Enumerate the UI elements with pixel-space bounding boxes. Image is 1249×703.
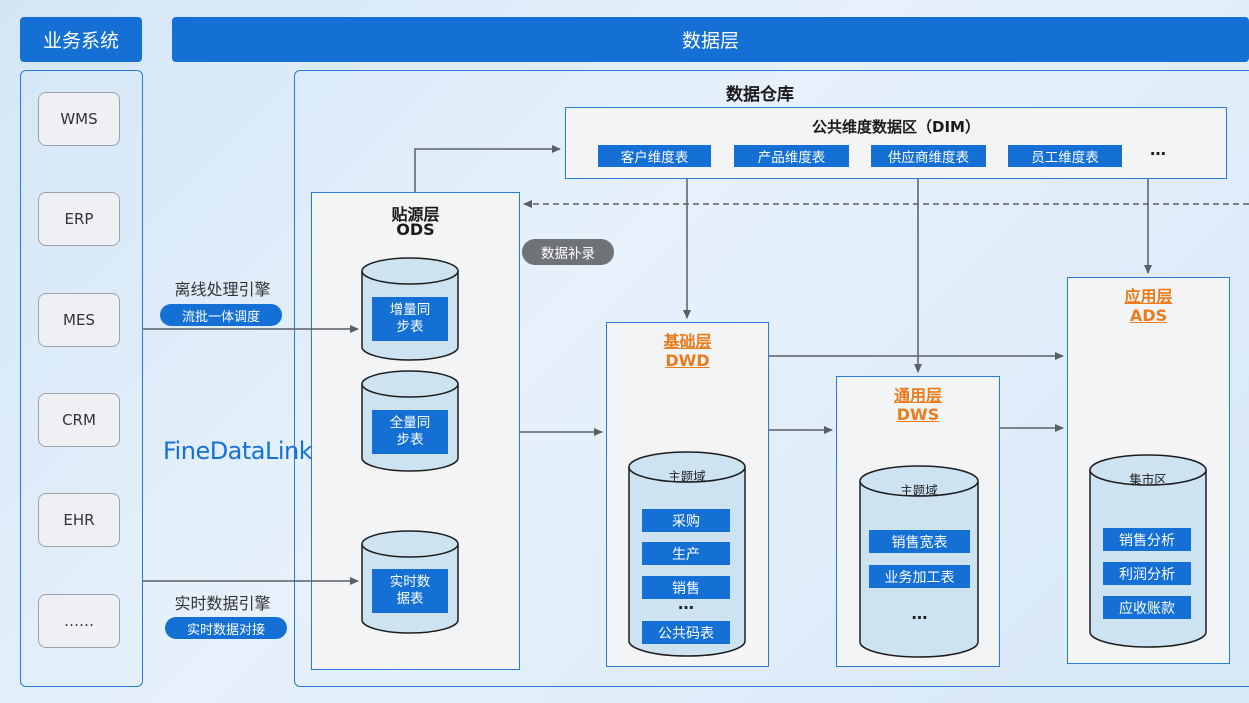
ods-realtime-label: 实时数据表 — [372, 569, 448, 613]
dws-title-cn: 通用层 — [893, 386, 942, 405]
ads-mart-label: 集市区 — [1129, 472, 1167, 487]
dws-item-sales-wide: 销售宽表 — [869, 530, 970, 553]
dim-table-product: 产品维度表 — [734, 145, 849, 167]
dim-table-customer: 客户维度表 — [598, 145, 711, 167]
dim-more: … — [1150, 140, 1166, 159]
brand-logo: FineDataLink — [163, 437, 313, 465]
ods-title-en: ODS — [396, 220, 435, 239]
system-ehr: EHR — [38, 493, 120, 547]
system-wms: WMS — [38, 92, 120, 146]
ads-item-sales-analysis: 销售分析 — [1103, 528, 1191, 551]
dim-table-supplier: 供应商维度表 — [871, 145, 986, 167]
dws-more: … — [911, 604, 928, 623]
dws-item-business-processing: 业务加工表 — [869, 565, 970, 588]
business-systems-panel — [20, 70, 143, 687]
dim-box — [565, 107, 1227, 179]
ads-item-receivables: 应收账款 — [1103, 596, 1191, 619]
offline-engine-pill: 流批一体调度 — [160, 304, 282, 326]
dwd-subject-domain-label: 主题域 — [668, 469, 706, 484]
data-layer-header: 数据层 — [172, 17, 1249, 62]
dwd-title-en: DWD — [665, 351, 710, 370]
dwd-more: … — [678, 594, 694, 613]
dws-title-en: DWS — [896, 405, 940, 424]
data-warehouse-panel — [294, 70, 1249, 687]
ods-title-cn: 贴源层 — [391, 205, 440, 224]
system-mes: MES — [38, 293, 120, 347]
dwd-title-cn: 基础层 — [663, 332, 712, 351]
dwd-item-sales: 销售 — [642, 576, 730, 599]
arrow-ods-to-dim — [414, 145, 561, 192]
dim-table-employee: 员工维度表 — [1008, 145, 1122, 167]
realtime-engine-title: 实时数据引擎 — [174, 594, 271, 613]
dim-title: 公共维度数据区（DIM） — [812, 118, 980, 136]
dwd-item-purchase: 采购 — [642, 509, 730, 532]
ads-title-cn: 应用层 — [1124, 287, 1173, 306]
offline-engine-title: 离线处理引擎 — [174, 280, 271, 299]
data-warehouse-title: 数据仓库 — [726, 85, 794, 105]
ads-item-profit-analysis: 利润分析 — [1103, 562, 1191, 585]
dwd-item-code-table: 公共码表 — [642, 621, 730, 644]
ods-full-label: 全量同步表 — [372, 410, 448, 454]
business-systems-header: 业务系统 — [20, 17, 142, 62]
system-erp: ERP — [38, 192, 120, 246]
dwd-item-production: 生产 — [642, 542, 730, 565]
dws-subject-domain-label: 主题域 — [900, 483, 938, 498]
ads-title-en: ADS — [1129, 306, 1168, 325]
system-crm: CRM — [38, 393, 120, 447]
realtime-engine-pill: 实时数据对接 — [165, 617, 287, 639]
system-more: …… — [38, 594, 120, 648]
ods-incremental-label: 增量同步表 — [372, 297, 448, 341]
data-supplement-pill: 数据补录 — [522, 239, 614, 265]
